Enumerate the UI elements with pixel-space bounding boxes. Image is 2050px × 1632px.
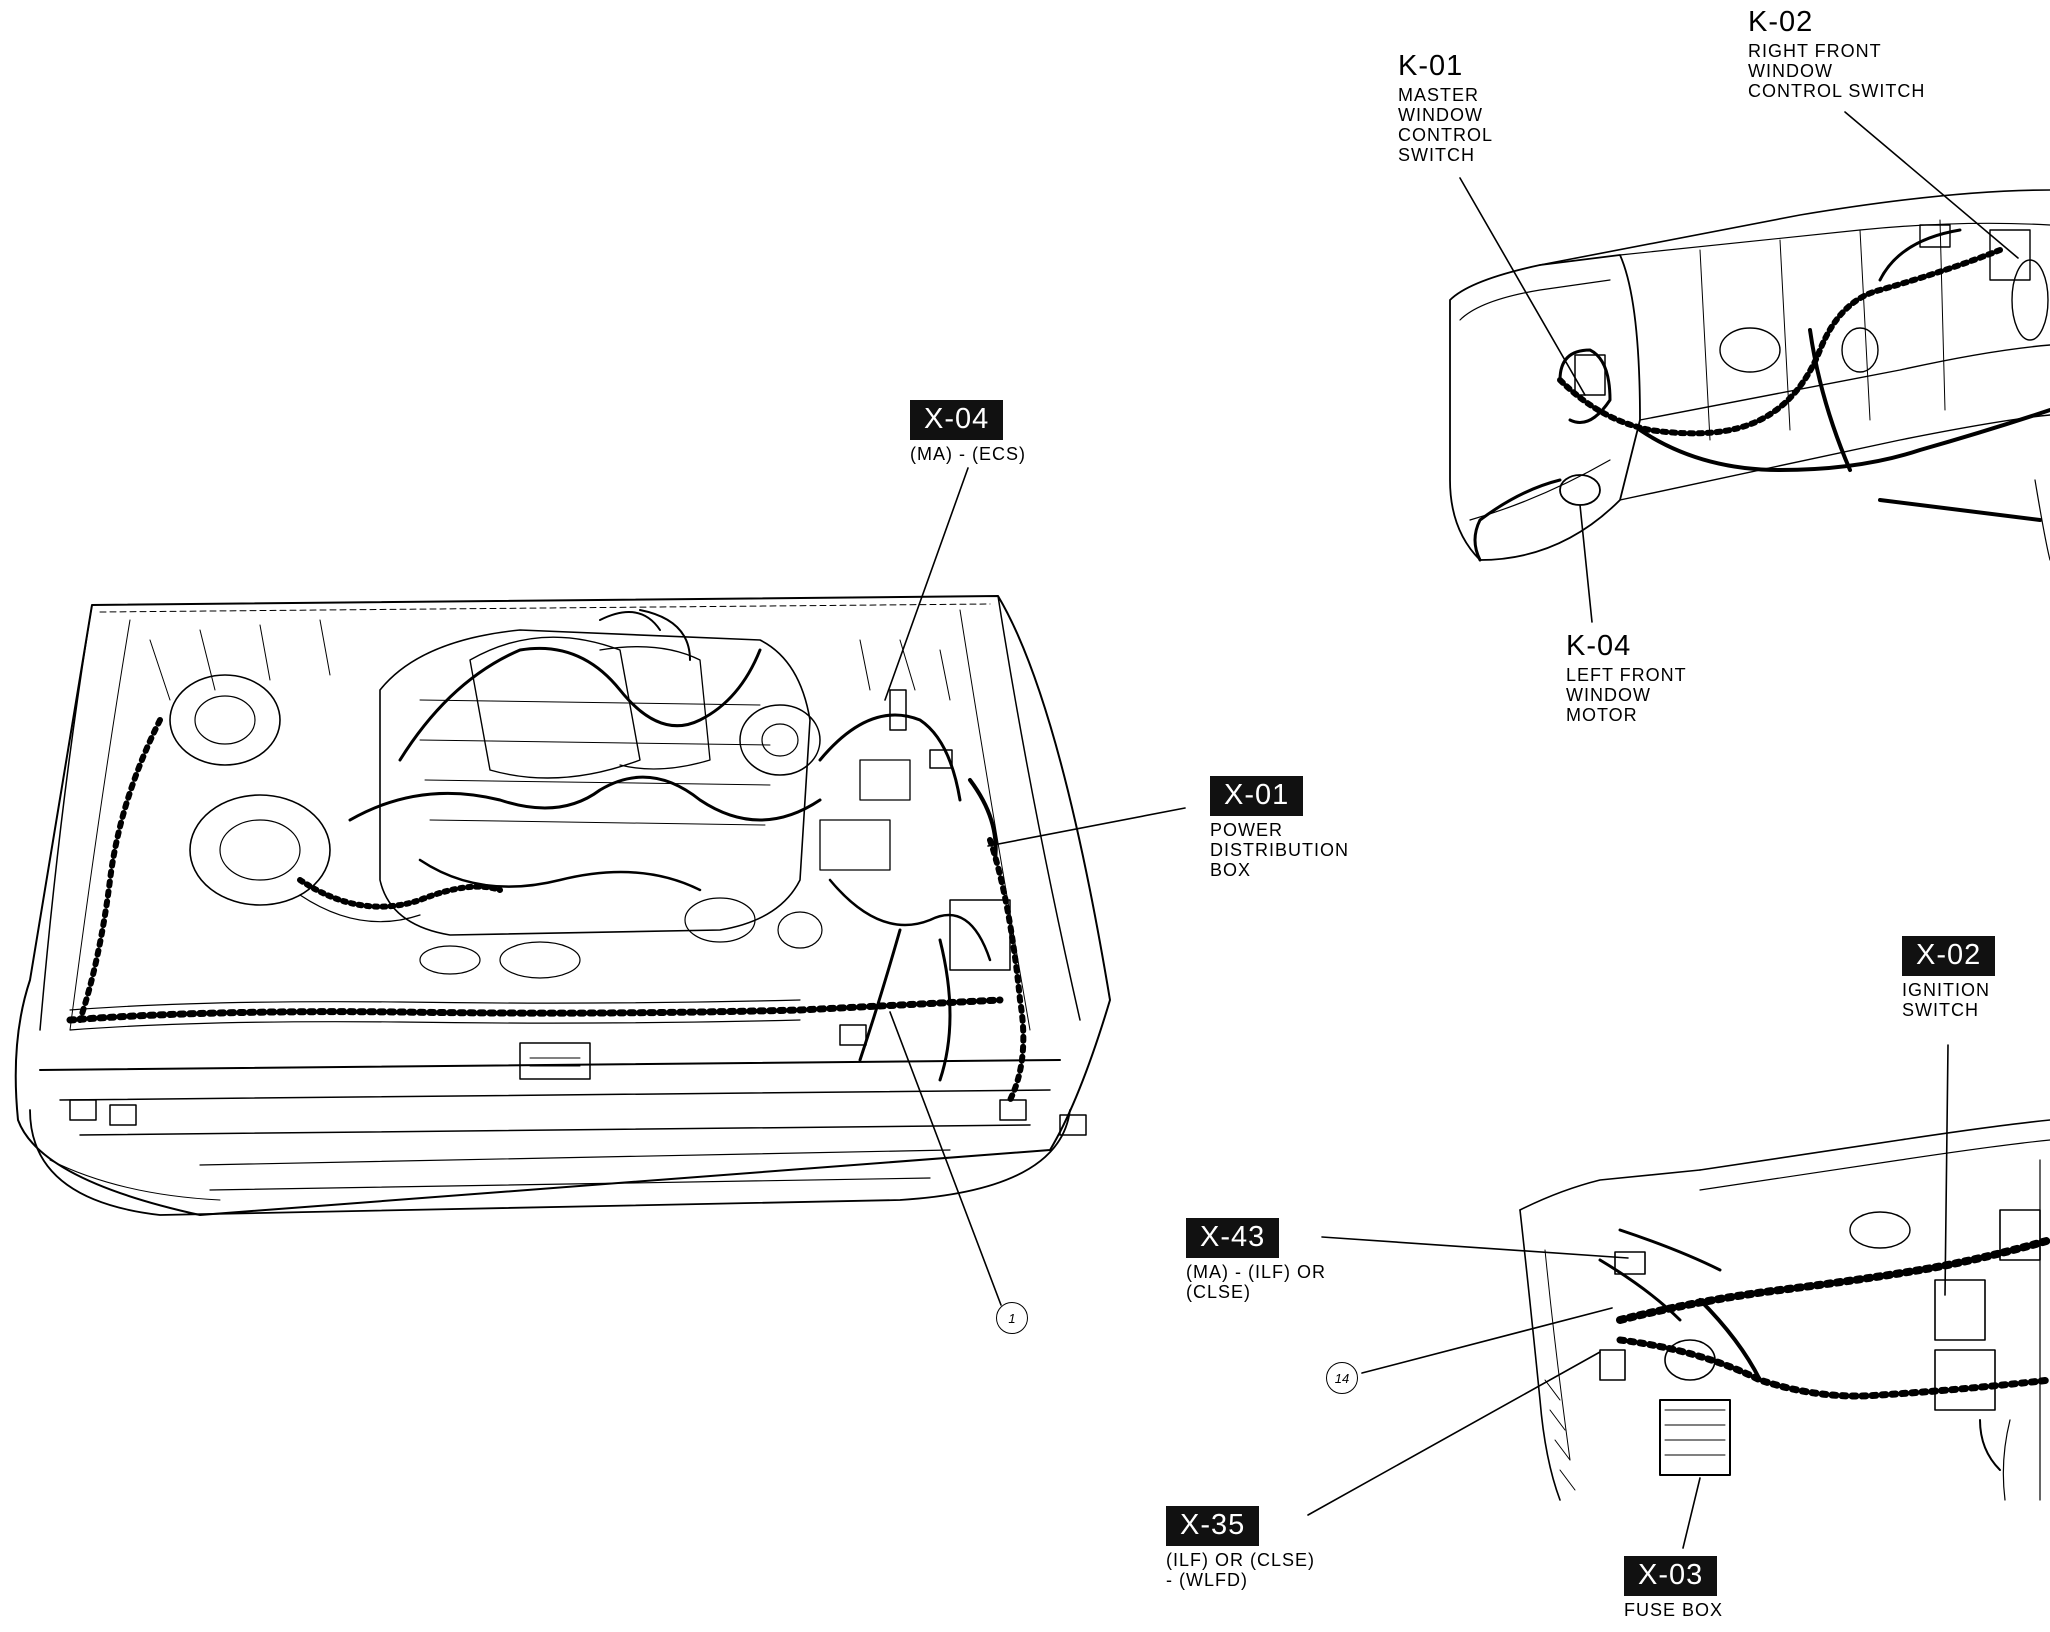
callout-1: 1 (996, 1302, 1028, 1334)
label-x01-line: POWER (1210, 820, 1284, 840)
label-x01-description: POWER DISTRIBUTION BOX (1210, 820, 1349, 880)
label-k02-description: RIGHT FRONT WINDOW CONTROL SWITCH (1748, 41, 1925, 101)
label-x02: X-02 IGNITION SWITCH (1902, 936, 1996, 1020)
label-x03-line: FUSE BOX (1624, 1600, 1724, 1620)
label-k02-line: RIGHT FRONT (1748, 41, 1882, 61)
label-x04-code: X-04 (910, 400, 1004, 440)
label-x04: X-04 (MA) - (ECS) (910, 400, 1026, 464)
label-x02-description: IGNITION SWITCH (1902, 980, 1995, 1020)
label-x35: X-35 (ILF) OR (CLSE) - (WLFD) (1166, 1506, 1315, 1590)
label-k01-line: CONTROL (1398, 125, 1494, 145)
label-k02-code: K-02 (1748, 6, 1814, 38)
label-x43-description: (MA) - (ILF) OR (CLSE) (1186, 1262, 1326, 1302)
label-k02: K-02 RIGHT FRONT WINDOW CONTROL SWITCH (1748, 6, 1925, 102)
label-k01-description: MASTER WINDOW CONTROL SWITCH (1398, 85, 1493, 165)
label-x43-code: X-43 (1186, 1218, 1280, 1258)
label-x04-description: (MA) - (ECS) (910, 444, 1026, 464)
label-x01: X-01 POWER DISTRIBUTION BOX (1210, 776, 1349, 880)
label-k01-line: WINDOW (1398, 105, 1483, 125)
label-x04-line: (MA) - (ECS) (910, 444, 1026, 464)
label-x02-code: X-02 (1902, 936, 1996, 976)
label-x01-line: DISTRIBUTION (1210, 840, 1350, 860)
label-x02-line: SWITCH (1902, 1000, 1979, 1020)
label-x35-line: (ILF) OR (CLSE) (1166, 1550, 1316, 1570)
label-x43-line: (CLSE) (1186, 1282, 1252, 1302)
label-x03-description: FUSE BOX (1624, 1600, 1723, 1620)
label-x03: X-03 FUSE BOX (1624, 1556, 1723, 1620)
label-k01-code: K-01 (1398, 50, 1464, 82)
door-dash-illustration (1449, 189, 2050, 562)
engine-compartment-illustration (14, 595, 1111, 1216)
label-x01-line: BOX (1210, 860, 1252, 880)
label-k04-line: LEFT FRONT (1566, 665, 1687, 685)
label-k04-description: LEFT FRONT WINDOW MOTOR (1566, 665, 1687, 725)
label-x03-code: X-03 (1624, 1556, 1718, 1596)
label-k04-line: WINDOW (1566, 685, 1651, 705)
label-x35-description: (ILF) OR (CLSE) - (WLFD) (1166, 1550, 1315, 1590)
label-x43: X-43 (MA) - (ILF) OR (CLSE) (1186, 1218, 1326, 1302)
label-k02-line: CONTROL SWITCH (1748, 81, 1926, 101)
label-k04: K-04 LEFT FRONT WINDOW MOTOR (1566, 630, 1687, 726)
callout-14: 14 (1326, 1362, 1358, 1394)
label-x02-line: IGNITION (1902, 980, 1990, 1000)
label-k01: K-01 MASTER WINDOW CONTROL SWITCH (1398, 50, 1493, 166)
label-k04-line: MOTOR (1566, 705, 1638, 725)
instrument-panel-illustration (1519, 1119, 2050, 1501)
label-k02-line: WINDOW (1748, 61, 1833, 81)
label-k01-line: SWITCH (1398, 145, 1475, 165)
label-x43-line: (MA) - (ILF) OR (1186, 1262, 1326, 1282)
label-x01-code: X-01 (1210, 776, 1304, 816)
label-x35-line: - (WLFD) (1166, 1570, 1248, 1590)
label-x35-code: X-35 (1166, 1506, 1260, 1546)
label-k04-code: K-04 (1566, 630, 1632, 662)
leader-lines (884, 111, 2019, 1549)
label-k01-line: MASTER (1398, 85, 1480, 105)
